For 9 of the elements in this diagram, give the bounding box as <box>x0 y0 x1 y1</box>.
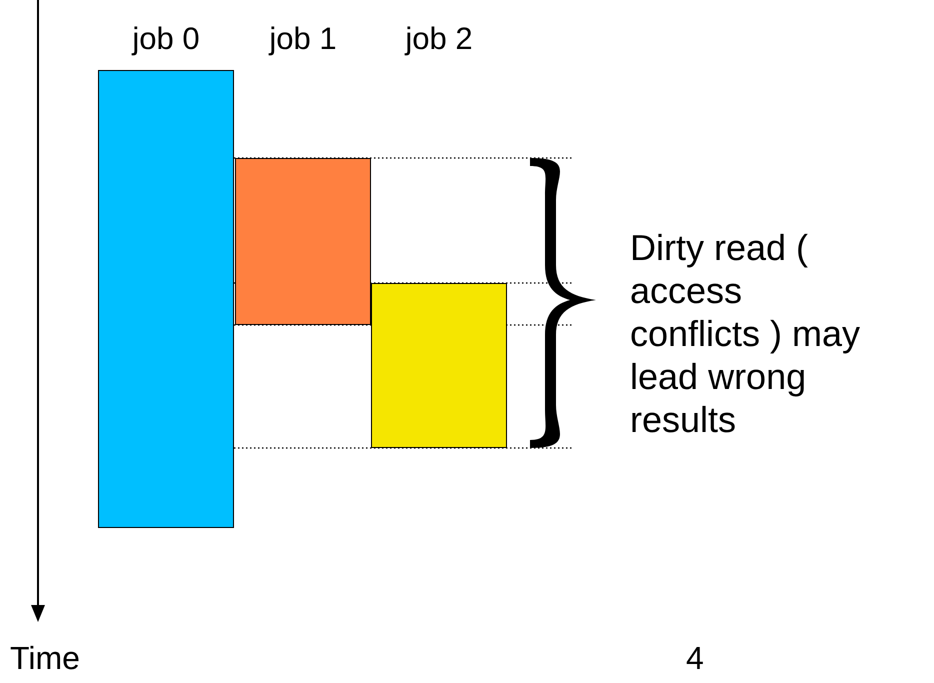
job-label: job 0 <box>130 20 201 57</box>
job-bar <box>235 158 371 325</box>
job-bar <box>98 70 234 528</box>
page-number: 4 <box>686 640 705 677</box>
job-label: job 1 <box>268 20 338 57</box>
job-bar <box>371 283 507 448</box>
note-text: Dirty read ( access conflicts ) may lead wrong results <box>630 226 862 441</box>
job-label: job 2 <box>404 20 474 57</box>
axis-label: Time <box>10 640 81 677</box>
